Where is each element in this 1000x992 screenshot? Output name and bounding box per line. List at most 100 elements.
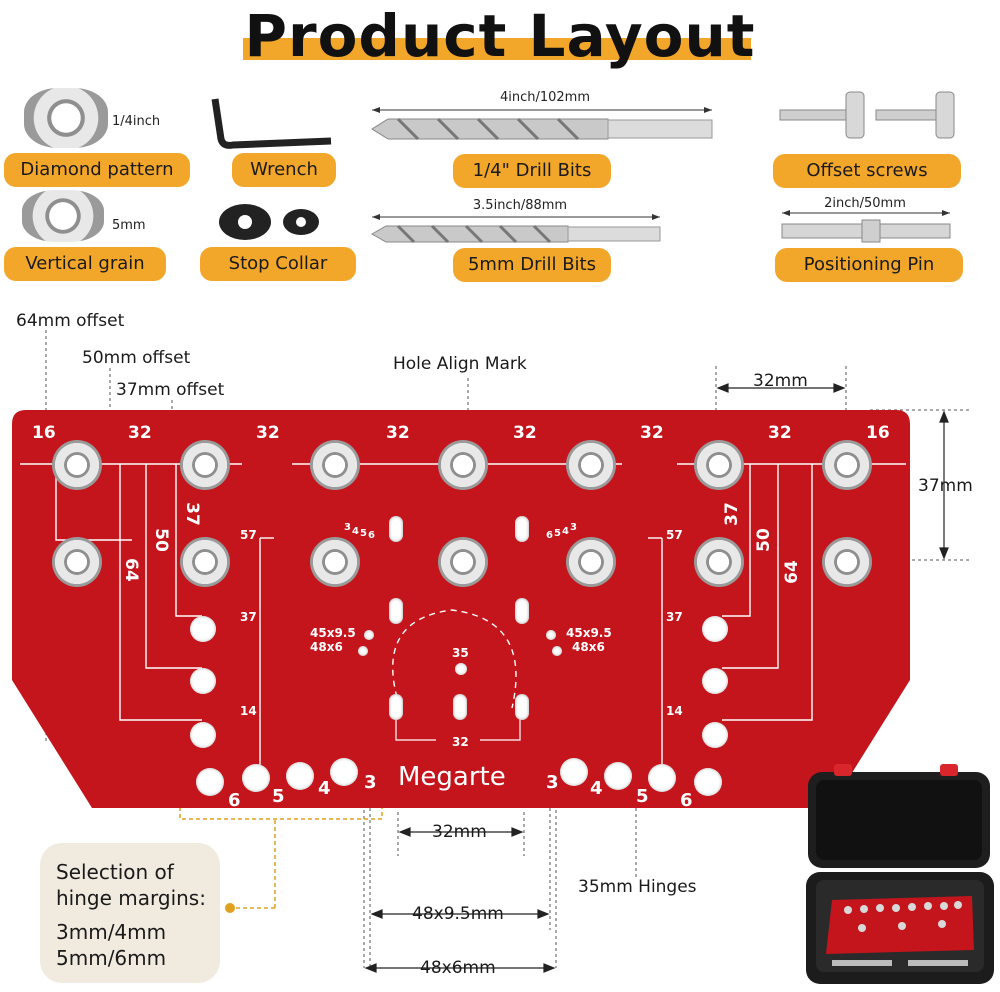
hinge-hole [242,764,270,792]
note-line: hinge margins: [56,886,206,910]
vertical-size: 5mm [112,218,146,233]
side-hole [702,722,728,748]
hinge-right-label: 6 [680,790,693,811]
side-hole [702,668,728,694]
right-offset: 64 [781,560,802,584]
height37-label: 37mm [918,476,973,496]
scale-left: 37 [240,610,257,624]
center-hole [455,663,467,675]
wrench-label: Wrench [232,153,336,187]
top-number: 16 [866,423,890,443]
slot-mark: 6 [546,530,553,541]
carrying-case-image [806,764,994,984]
top-knob [694,440,744,490]
vertical-knob-image [22,190,104,242]
center-slot [515,694,529,720]
side-hole [190,722,216,748]
left-offset: 50 [150,528,171,552]
scale-left: 14 [240,704,257,718]
hinge-right-label: 5 [636,786,649,807]
center-slot [389,694,403,720]
diamond-pattern-label: Diamond pattern [4,153,190,187]
drill5-image [370,214,661,244]
note-line: 5mm/6mm [56,946,167,970]
top-number: 32 [640,423,664,443]
mid-knob [694,537,744,587]
dim48x95-label: 48x9.5mm [412,904,504,924]
offset64-label: 64mm offset [16,311,125,331]
small-hole [364,630,374,640]
hinge-right-label: 4 [590,778,603,799]
wrench-image [211,98,332,149]
center-slot [389,516,403,542]
page-title: Product Layout [244,2,756,70]
diamond-size: 1/4inch [112,114,161,129]
size-a-right: 45x9.5 [566,626,612,640]
drill5-dim: 3.5inch/88mm [472,198,568,213]
spacing32-label: 32mm [753,371,808,391]
side-hole [190,668,216,694]
top-number: 32 [768,423,792,443]
mid-knob [52,537,102,587]
top-knob [822,440,872,490]
stop-collar-image [219,204,319,240]
title-underline [243,38,751,60]
top-number: 32 [513,423,537,443]
center-slot [515,598,529,624]
size-b-left: 48x6 [310,640,343,654]
slot-mark: 3 [570,522,577,533]
top-knob [52,440,102,490]
hinge-left-label: 3 [364,772,377,793]
top-knob [566,440,616,490]
left-offset: 37 [181,502,202,526]
slot-mark: 4 [352,526,359,537]
note-line: 3mm/4mm [56,920,167,944]
top-number: 32 [386,423,410,443]
center-bottom-number: 32 [452,735,469,749]
offset-screws-image [779,91,955,139]
hinge-hole [286,762,314,790]
brand-logo: Megarte [398,762,506,792]
side-hole [702,616,728,642]
drill14-image [371,107,713,141]
left-offset: 64 [120,558,141,582]
top-number: 32 [128,423,152,443]
hinge-hole [648,764,676,792]
stop-collar-label: Stop Collar [200,247,356,281]
vertical-grain-label: Vertical grain [4,247,166,281]
dim32-label: 32mm [432,822,487,842]
hinge-hole [330,758,358,786]
hinge-hole [560,758,588,786]
mid-knob [310,537,360,587]
hinge-right-label: 3 [546,772,559,793]
center-top-number: 35 [452,646,469,660]
dim48x6-label: 48x6mm [420,958,496,978]
note-line: Selection of [56,860,174,884]
hole-align-label: Hole Align Mark [393,354,527,374]
hinge-hole [196,768,224,796]
hinges35-label: 35mm Hinges [578,877,697,897]
drill5-label: 5mm Drill Bits [453,248,611,282]
top-number: 16 [32,423,56,443]
scale-right: 37 [666,610,683,624]
hinge-margin-note [40,843,220,983]
positioning-pin-label: Positioning Pin [775,248,963,282]
top-knob [438,440,488,490]
jig-plate [12,410,910,808]
mid-knob [438,537,488,587]
mid-knob [822,537,872,587]
hinge-left-label: 5 [272,786,285,807]
mid-knob [566,537,616,587]
size-b-right: 48x6 [572,640,605,654]
top-knob [180,440,230,490]
slot-mark: 5 [360,528,367,539]
slot-mark: 3 [344,522,351,533]
offset50-label: 50mm offset [82,348,191,368]
top-knob [310,440,360,490]
scale-right: 57 [666,528,683,542]
small-hole [358,646,368,656]
offset-screws-label: Offset screws [773,154,961,188]
slot-mark: 4 [562,526,569,537]
top-number: 32 [256,423,280,443]
side-hole [190,616,216,642]
